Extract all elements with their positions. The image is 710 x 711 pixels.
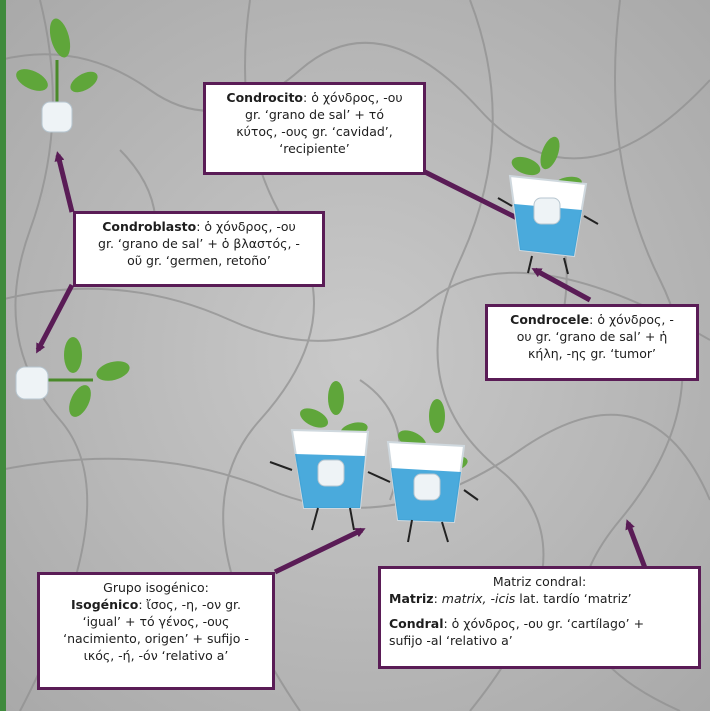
grupo-text-1: : ἴσος, -η, -ον gr. bbox=[138, 597, 241, 612]
grupo-line-3: ‘nacimiento, origen’ + sufijo - bbox=[63, 631, 249, 646]
condrocito-box: Condrocito: ὁ χόνδρος, -ου gr. ‘grano de… bbox=[203, 82, 426, 175]
matriz-title: Matriz condral: bbox=[492, 574, 587, 589]
condroblasto-box: Condroblasto: ὁ χόνδρος, -ου gr. ‘grano … bbox=[73, 211, 325, 287]
condroblasto-line-3: οῦ gr. ‘germen, retoño’ bbox=[127, 253, 271, 268]
condrocele-text-1: : ὁ χόνδρος, - bbox=[589, 312, 674, 327]
condrocito-line-3: κύτος, -ους gr. ‘cavidad’, bbox=[236, 124, 393, 139]
grupo-title: Grupo isogénico: bbox=[103, 580, 209, 595]
condrocele-line-2: ου gr. ‘grano de sal’ + ἡ bbox=[516, 329, 668, 344]
condrocito-text-1: : ὁ χόνδρος, -ου bbox=[303, 90, 403, 105]
condroblasto-line-2: gr. ‘grano de sal’ + ὁ βλαστός, - bbox=[98, 236, 300, 251]
condrocele-box: Condrocele: ὁ χόνδρος, - ου gr. ‘grano d… bbox=[485, 304, 699, 381]
condroblasto-line-1: Condroblasto: ὁ χόνδρος, -ου bbox=[84, 218, 314, 235]
grupo-line-1: Isogénico: ἴσος, -η, -ον gr. bbox=[48, 596, 264, 613]
matriz-sep: : bbox=[433, 591, 442, 606]
condral-line-2: sufijo -al ‘relativo a’ bbox=[389, 633, 513, 648]
cup-character-right bbox=[497, 136, 599, 275]
seedling-left bbox=[15, 337, 130, 417]
cup-characters-pair bbox=[269, 381, 479, 543]
grupo-term: Isogénico bbox=[71, 597, 139, 612]
condroblasto-text-1: : ὁ χόνδρος, -ου bbox=[196, 219, 296, 234]
condral-term: Condral bbox=[389, 616, 444, 631]
condrocito-term: Condrocito bbox=[226, 90, 304, 105]
condrocito-line-4: ‘recipiente’ bbox=[279, 141, 350, 156]
grupo-line-2: ‘igual’ + τό γένος, -ους bbox=[82, 614, 230, 629]
condrocele-line-3: κήλη, -ης gr. ‘tumor’ bbox=[528, 346, 656, 361]
condral-line-1: Condral: ὁ χόνδρος, -ου gr. ‘cartílago’ … bbox=[389, 615, 690, 632]
condrocele-line-1: Condrocele: ὁ χόνδρος, - bbox=[496, 311, 688, 328]
matriz-latin: matrix, -icis bbox=[441, 591, 516, 606]
matriz-term: Matriz bbox=[389, 591, 434, 606]
grupo-isogenico-box: Grupo isogénico: Isogénico: ἴσος, -η, -ο… bbox=[37, 572, 275, 690]
matriz-gloss: lat. tardío ‘matriz’ bbox=[515, 591, 632, 606]
condrocito-line-1: Condrocito: ὁ χόνδρος, -ου bbox=[214, 89, 415, 106]
condral-text-1: : ὁ χόνδρος, -ου gr. ‘cartílago’ + bbox=[443, 616, 645, 631]
matriz-condral-box: Matriz condral: Matriz: matrix, -icis la… bbox=[378, 566, 701, 669]
seedling-top-left bbox=[16, 18, 98, 133]
condroblasto-term: Condroblasto bbox=[102, 219, 197, 234]
left-accent-strip bbox=[0, 0, 6, 711]
matriz-line-1: Matriz: matrix, -icis lat. tardío ‘matri… bbox=[389, 590, 690, 607]
grupo-line-4: ικός, -ή, -όν ‘relativo a’ bbox=[83, 648, 229, 663]
condrocele-term: Condrocele bbox=[510, 312, 590, 327]
condrocito-line-2: gr. ‘grano de sal’ + τό bbox=[245, 107, 384, 122]
